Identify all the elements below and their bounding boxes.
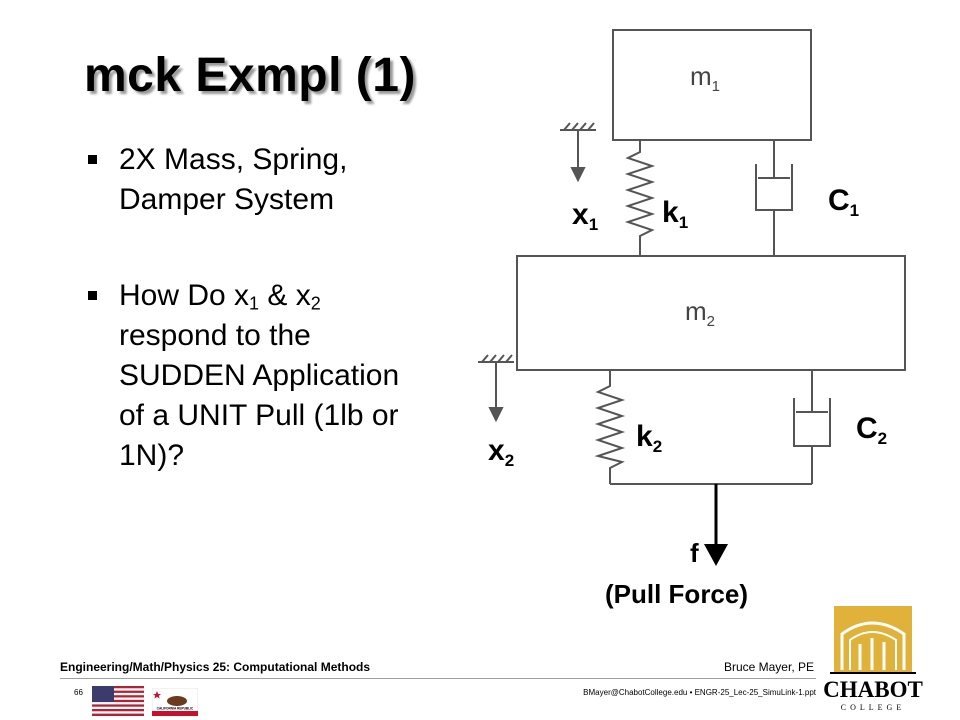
- x1-reference: [560, 122, 596, 183]
- bullet-1-text: 2X Mass, Spring, Damper System: [119, 143, 348, 216]
- california-flag-text: CALIFORNIA REPUBLIC: [157, 707, 194, 711]
- bullet-2: How Do x1 & x2 respond to the SUDDEN App…: [88, 276, 428, 546]
- mass-2-block: [516, 255, 906, 371]
- damper-c1: [755, 140, 793, 256]
- x2-reference: [478, 354, 514, 423]
- damper-c2: [793, 370, 831, 484]
- logo-subtitle: COLLEGE: [841, 703, 905, 712]
- spring-k1: [624, 140, 656, 256]
- k1-label: k1: [662, 196, 688, 232]
- chabot-college-logo: CHABOT COLLEGE: [823, 606, 923, 712]
- bullet-1: 2X Mass, Spring, Damper System: [88, 140, 428, 220]
- bullet-marker: [88, 155, 97, 164]
- slide-title: mck Exmpl (1): [84, 49, 416, 102]
- bullet-2-text: How Do x1 & x2 respond to the SUDDEN App…: [119, 279, 400, 472]
- x1-label: x1: [572, 198, 598, 234]
- footer-course: Engineering/Math/Physics 25: Computation…: [60, 660, 371, 674]
- california-flag-icon: CALIFORNIA REPUBLIC: [152, 688, 198, 716]
- c1-label: C1: [828, 184, 859, 220]
- footer-author: Bruce Mayer, PE: [723, 660, 814, 674]
- footer-page-number: 66: [74, 688, 83, 697]
- k2-label: k2: [636, 420, 662, 456]
- pull-force-arrow: [704, 484, 728, 566]
- us-flag-icon: [92, 686, 144, 716]
- footer-divider: [60, 678, 816, 679]
- mass-spring-damper-diagram: m1 m2 x1 k1 C1 x2 k2 C2 f (Pull Force): [478, 29, 906, 609]
- x2-label: x2: [488, 434, 514, 470]
- m2-label: m2: [685, 296, 715, 330]
- footer-file: BMayer@ChabotCollege.edu • ENGR-25_Lec-2…: [583, 688, 816, 697]
- f-label: f: [690, 538, 699, 568]
- mass-1-block: [612, 29, 812, 141]
- bullet-marker: [88, 291, 97, 300]
- m1-label: m1: [690, 61, 720, 95]
- spring-k2: [594, 370, 626, 484]
- pull-force-label: (Pull Force): [605, 579, 748, 609]
- c2-label: C2: [856, 412, 887, 448]
- logo-wordmark: CHABOT: [823, 677, 923, 702]
